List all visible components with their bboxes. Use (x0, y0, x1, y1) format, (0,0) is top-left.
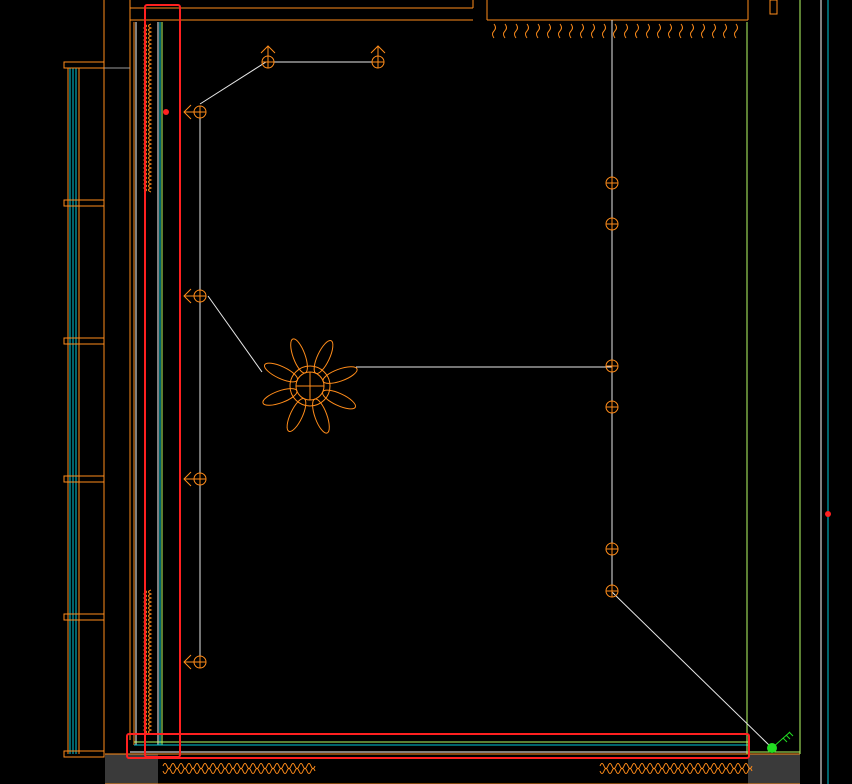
bottom-wall-selection (126, 733, 750, 759)
downlight-icon (605, 359, 619, 373)
wall-lights[interactable] (183, 45, 386, 670)
wall-light-icon (183, 471, 207, 487)
downlight-icon (605, 217, 619, 231)
chandelier-icon[interactable] (261, 337, 359, 435)
curtain-bottom (162, 763, 753, 774)
wall-light-icon (260, 45, 276, 69)
window-glazing[interactable] (63, 61, 130, 758)
downlights[interactable] (605, 176, 619, 598)
downlight-icon (605, 400, 619, 414)
wall-light-icon (183, 104, 207, 120)
downlight-icon (605, 176, 619, 190)
wall-light-icon (370, 45, 386, 69)
curtain-top (492, 23, 738, 39)
wall-light-icon (183, 288, 207, 304)
grip-point (163, 109, 169, 115)
downlight-icon (605, 542, 619, 556)
wall-light-icon (183, 654, 207, 670)
grip-points[interactable] (163, 109, 831, 517)
lighting-circuit[interactable] (199, 20, 773, 749)
grip-point (825, 511, 831, 517)
ucs-marker-icon[interactable] (767, 731, 794, 753)
selection-highlights (126, 4, 750, 759)
exterior-wall[interactable] (103, 0, 800, 784)
downlight-icon (605, 584, 619, 598)
interior-wall-lines[interactable] (130, 0, 829, 784)
